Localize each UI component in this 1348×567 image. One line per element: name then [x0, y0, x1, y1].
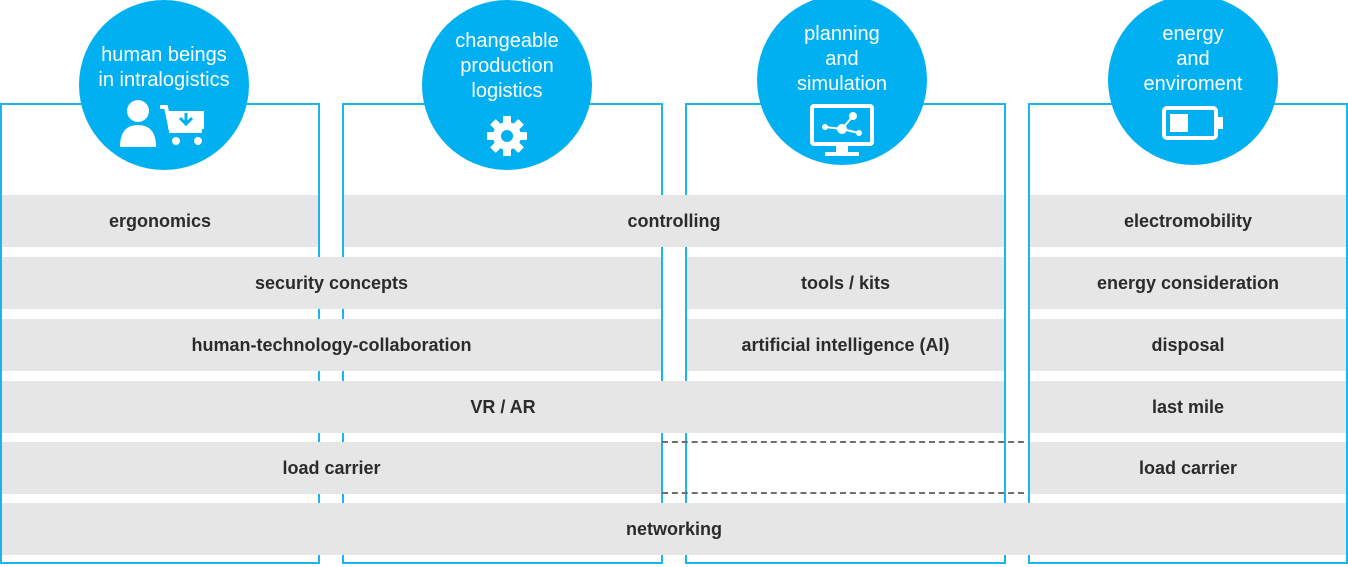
gear-icon [487, 116, 527, 156]
band-label-load-carrier-right: load carrier [1138, 457, 1238, 478]
band-security-concepts: security concepts [2, 257, 661, 309]
band-label-last-mile: last mile [1151, 396, 1225, 417]
dashed-connector-bottom [662, 492, 1024, 494]
band-label-networking: networking [625, 518, 722, 539]
circle-title-planning-simulation: planning and simulation [796, 23, 888, 95]
band-label-energy-consideration: energy consideration [1096, 272, 1280, 293]
band-ergonomics: ergonomics [2, 195, 318, 247]
circle-production-logistics: changeable production logistics [422, 0, 592, 170]
circle-human-beings: human beings in intralogistics [79, 0, 249, 170]
band-label-ergonomics: ergonomics [108, 210, 212, 231]
band-label-controlling: controlling [627, 210, 721, 231]
band-tools-kits: tools / kits [687, 257, 1004, 309]
band-disposal: disposal [1030, 319, 1346, 371]
band-label-disposal: disposal [1151, 334, 1225, 355]
band-label-load-carrier-left: load carrier [282, 457, 381, 478]
band-label-electromobility: electromobility [1123, 210, 1253, 231]
circle-planning-simulation: planning and simulation [757, 0, 927, 165]
band-vr-ar: VR / AR [2, 381, 1004, 433]
band-label-vr-ar: VR / AR [470, 396, 536, 417]
band-electromobility: electromobility [1030, 195, 1346, 247]
circle-energy-environment: energy and enviroment [1108, 0, 1278, 165]
band-networking: networking [2, 503, 1346, 555]
band-label-tools-kits: tools / kits [800, 272, 890, 293]
band-controlling: controlling [344, 195, 1004, 247]
band-label-human-technology-collaboration: human-technology-collaboration [191, 334, 472, 355]
band-human-technology-collaboration: human-technology-collaboration [2, 319, 661, 371]
person-with-cart-icon [120, 100, 204, 147]
battery-icon [1162, 106, 1223, 140]
circle-title-energy-environment: energy and enviroment [1143, 23, 1243, 95]
monitor-network-icon [810, 104, 874, 156]
band-energy-consideration: energy consideration [1030, 257, 1346, 309]
band-last-mile: last mile [1030, 381, 1346, 433]
circle-title-production-logistics: changeable production logistics [455, 30, 559, 102]
dashed-connector-top [662, 441, 1024, 443]
band-label-security-concepts: security concepts [254, 272, 409, 293]
circle-title-human-beings: human beings in intralogistics [98, 44, 230, 91]
band-load-carrier-left: load carrier [2, 442, 661, 494]
band-label-artificial-intelligence: artificial intelligence (AI) [741, 334, 950, 355]
band-artificial-intelligence: artificial intelligence (AI) [687, 319, 1004, 371]
band-load-carrier-right: load carrier [1030, 442, 1346, 494]
